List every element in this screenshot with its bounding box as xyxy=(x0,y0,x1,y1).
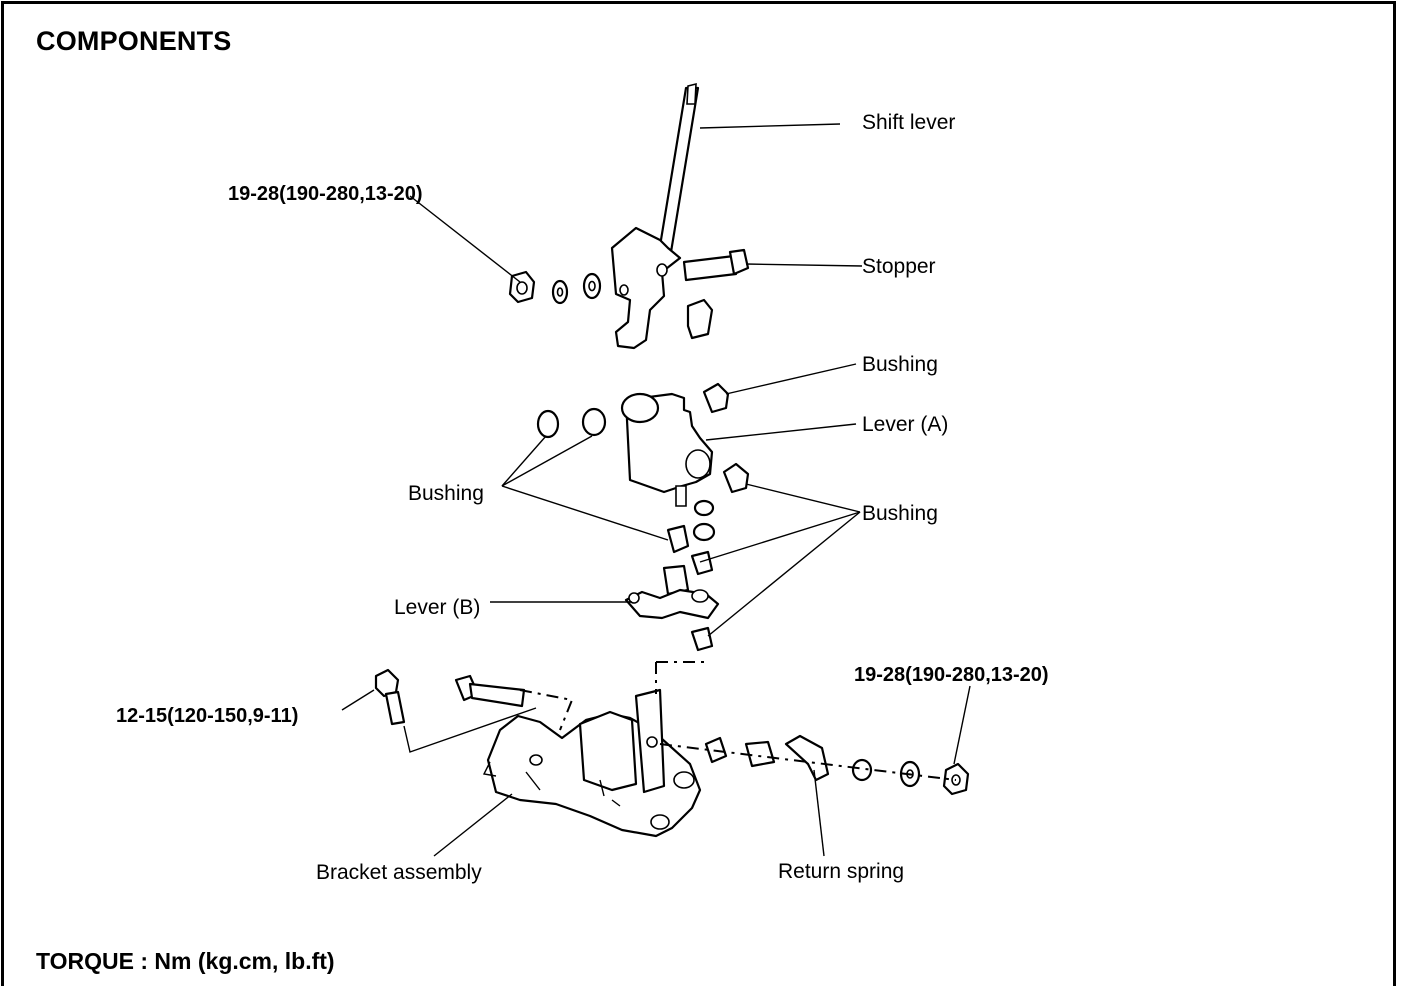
torque-bracket-bolt: 12-15(120-150,9-11) xyxy=(116,705,298,727)
label-stopper: Stopper xyxy=(862,255,936,278)
right-side-stack xyxy=(704,734,970,796)
label-bracket-assembly: Bracket assembly xyxy=(316,861,482,884)
label-lever-b: Lever (B) xyxy=(394,596,480,619)
leader-lines xyxy=(341,123,971,857)
label-return-spring: Return spring xyxy=(778,860,904,883)
label-lever-a: Lever (A) xyxy=(862,413,948,436)
torque-top-nut: 19-28(190-280,13-20) xyxy=(228,183,423,205)
shift-lever-part xyxy=(610,82,700,350)
lever-b-part xyxy=(624,564,720,620)
label-bushing-right: Bushing xyxy=(862,502,938,525)
label-bushing-top: Bushing xyxy=(862,353,938,376)
bushings xyxy=(536,382,750,652)
label-shift-lever: Shift lever xyxy=(862,111,955,134)
page-title: COMPONENTS xyxy=(36,26,232,56)
label-bushing-left: Bushing xyxy=(408,482,484,505)
torque-unit-note: TORQUE : Nm (kg.cm, lb.ft) xyxy=(36,948,335,974)
assembly-axis-lines xyxy=(519,661,957,781)
top-nut-washers xyxy=(508,270,602,305)
torque-right-nut: 19-28(190-280,13-20) xyxy=(854,664,1049,686)
bracket-assembly-part xyxy=(482,688,702,838)
lever-a-part xyxy=(620,392,714,507)
stopper-part xyxy=(682,248,750,340)
bracket-bolts xyxy=(374,668,526,726)
